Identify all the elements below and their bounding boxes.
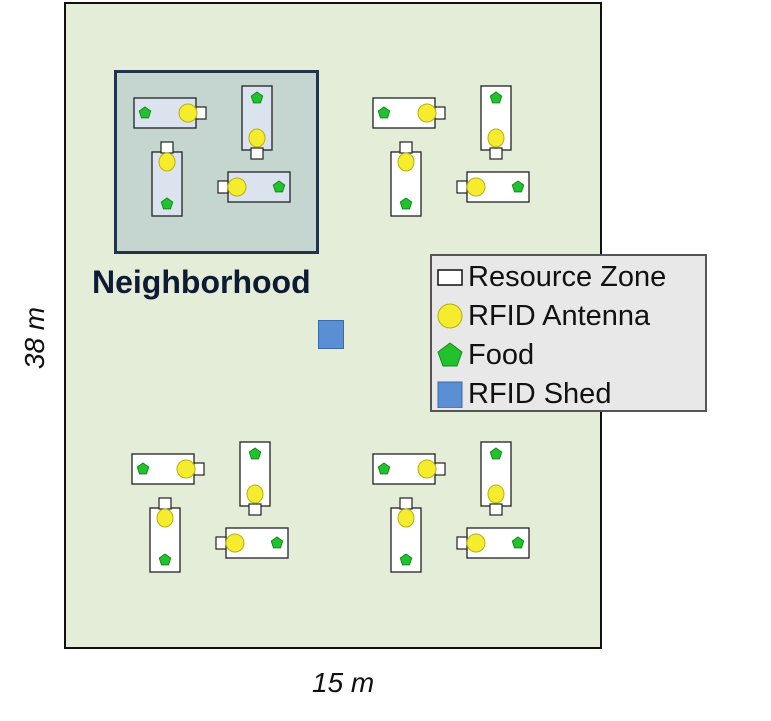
legend-label-resource-zone: Resource Zone [468,260,667,293]
rfid-antenna [466,533,486,553]
antenna-mount [217,180,229,194]
antenna-mount [250,147,264,160]
rfid-antenna [246,484,264,504]
food-pentagon [377,106,391,119]
antenna-mount [489,503,503,516]
legend-item-rfid-shed: RFID Shed [436,375,611,413]
legend-label-rfid-shed: RFID Shed [468,377,612,410]
food-pentagon [377,462,391,475]
food-pentagon [489,447,503,460]
legend: Resource Zone RFID Antenna Food RFID She… [430,254,707,412]
x-dimension-label: 15 m [312,667,375,698]
food-pentagon [399,197,413,210]
food-pentagon [511,536,525,549]
shed-square-icon [436,380,464,409]
legend-label-food: Food [468,338,535,371]
food-pentagon [138,106,152,119]
rfid-antenna [397,152,415,172]
rfid-antenna [397,508,415,528]
antenna-icon [436,302,464,330]
rfid-antenna [225,533,245,553]
food-pentagon [248,447,262,460]
rfid-antenna [178,103,198,123]
food-pentagon [399,553,413,566]
food-pentagon [250,91,264,104]
antenna-mount [489,147,503,160]
rfid-antenna [466,177,486,197]
food-pentagon [270,536,284,549]
food-pentagon [489,91,503,104]
antenna-mount [158,497,172,510]
legend-item-food: Food [436,336,534,374]
rfid-antenna [417,103,437,123]
food-pentagon [511,180,525,193]
antenna-mount [399,497,413,510]
food-pentagon [160,197,174,210]
y-dimension-label: 38 m [19,306,51,370]
antenna-mount [456,536,468,550]
rfid-antenna [487,128,505,148]
resource-zone-icon [436,263,464,291]
rfid-shed [318,320,344,349]
food-pentagon [272,180,286,193]
rfid-antenna [158,152,176,172]
legend-item-resource-zone: Resource Zone [436,258,666,296]
legend-item-rfid-antenna: RFID Antenna [436,297,650,335]
antenna-mount [456,180,468,194]
food-pentagon [136,462,150,475]
rfid-antenna [227,177,247,197]
rfid-antenna [248,128,266,148]
food-pentagon-icon [436,341,464,369]
antenna-mount [160,141,174,154]
rfid-antenna [156,508,174,528]
antenna-mount [215,536,227,550]
rfid-antenna [417,459,437,479]
rfid-antenna [487,484,505,504]
antenna-mount [399,141,413,154]
antenna-mount [248,503,262,516]
rfid-antenna [176,459,196,479]
food-pentagon [158,553,172,566]
neighborhood-label: Neighborhood [92,264,311,300]
legend-label-rfid-antenna: RFID Antenna [468,299,651,332]
